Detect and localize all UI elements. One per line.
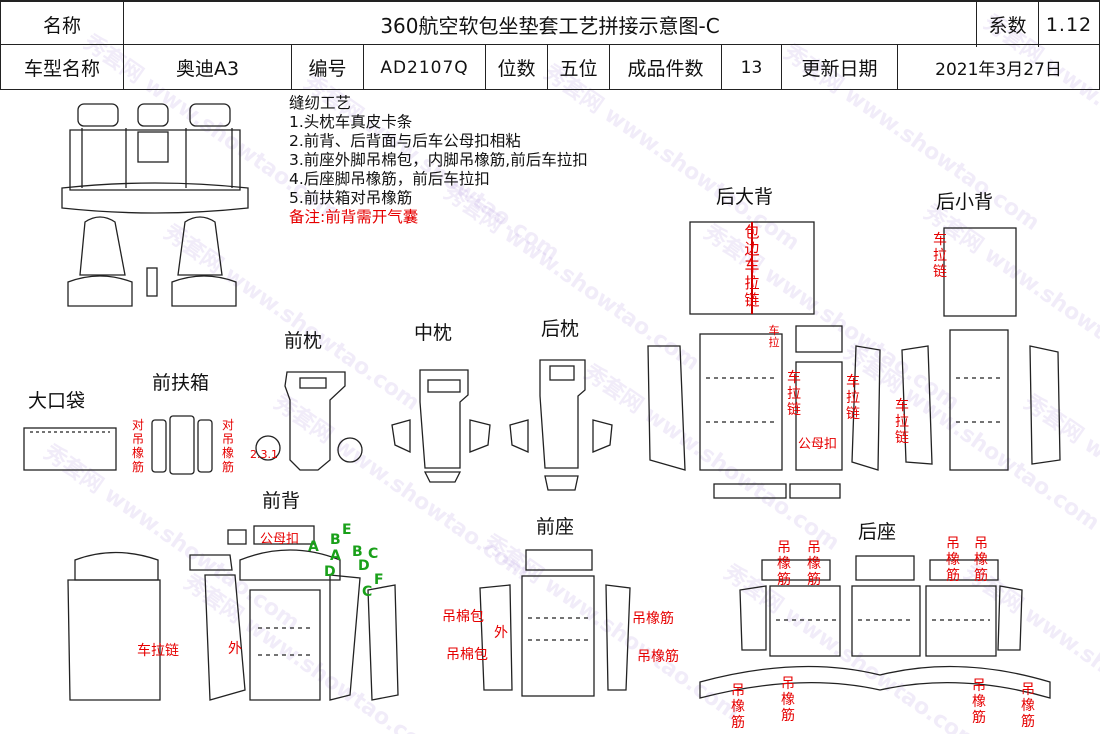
annotation-elastic: 吊橡筋 [632, 611, 674, 627]
annotation-cotton-pack: 吊棉包 [446, 647, 488, 663]
annotation-elastic: 吊橡筋 [637, 649, 679, 665]
notes-remark: 备注:前背需开气囊 [289, 208, 419, 226]
rear-seat-right [925, 585, 997, 657]
joint-letter: C [362, 584, 373, 600]
annotation-elastic: 吊橡筋 [972, 678, 986, 726]
seats-value: 五位 [548, 45, 610, 90]
annotation-cotton-pack: 吊棉包 [442, 609, 484, 625]
sewing-notes: 缝纫工艺 1.头枕车真皮卡条 2.前背、后背面与后车公母扣相粘 3.前座外脚吊棉… [289, 94, 588, 227]
annotation-paired-elastic: 对吊橡筋 [221, 418, 234, 474]
label-front-back: 前背 [262, 490, 301, 512]
annotation-elastic: 吊橡筋 [731, 683, 745, 731]
annotation-wrap-zipper: 包边车拉链 [744, 223, 760, 309]
annotation-zipper-short: 车拉 [768, 324, 780, 349]
label-front-seat: 前座 [536, 516, 575, 538]
annotation-zipper: 车拉链 [787, 370, 801, 418]
label-big-pocket: 大口袋 [28, 390, 86, 412]
pieces-label: 成品件数 [610, 45, 722, 90]
front-back-center [249, 589, 321, 701]
code-value: AD2107Q [364, 45, 486, 90]
annotation-elastic: 吊橡筋 [781, 676, 795, 724]
joint-letter: A [330, 548, 341, 564]
rear-small-back-main [949, 329, 1009, 471]
info-row: 车型名称 奥迪A3 编号 AD2107Q 位数 五位 成品件数 13 更新日期 … [0, 45, 1100, 90]
annotation-elastic: 吊橡筋 [777, 540, 791, 588]
annotation-elastic: 吊橡筋 [974, 536, 988, 584]
annotation-zipper: 车拉链 [895, 398, 909, 446]
label-rear-small-back: 后小背 [936, 191, 994, 213]
annotation-elastic: 吊橡筋 [946, 536, 960, 584]
joint-letter: C [368, 546, 379, 562]
header-row: 名称 360航空软包坐垫套工艺拼接示意图-C 系数 1.12 [0, 0, 1100, 47]
rear-big-back-left [699, 333, 783, 471]
annotation-zipper: 车拉链 [137, 643, 179, 659]
date-label: 更新日期 [782, 45, 898, 90]
annotation-paired-elastic: 对吊橡筋 [131, 418, 144, 474]
joint-letter: D [358, 558, 370, 574]
annotation-zipper: 车拉链 [933, 232, 947, 280]
label-rear-big-back: 后大背 [716, 186, 774, 208]
front-seat-top [525, 549, 593, 571]
annotation-zipper: 车拉链 [846, 374, 860, 422]
label-mid-headrest: 中枕 [414, 322, 453, 344]
annotation-elastic: 吊橡筋 [1021, 682, 1035, 730]
note-item: 2.前背、后背面与后车公母扣相粘 [289, 132, 521, 150]
annotation-outer: 外 [494, 625, 508, 641]
seats-label: 位数 [486, 45, 548, 90]
label-rear-headrest: 后枕 [541, 318, 580, 340]
model-label: 车型名称 [0, 45, 124, 90]
note-item: 3.前座外脚吊棉包，内脚吊橡筋,前后车拉扣 [289, 151, 588, 169]
rear-seat-center [851, 585, 921, 657]
note-item: 4.后座脚吊橡筋，前后车拉扣 [289, 170, 490, 188]
annotation-outer: 外 [228, 641, 242, 657]
name-label: 名称 [0, 2, 124, 47]
joint-letter: E [342, 522, 352, 538]
annotation-snap: 公母扣 [260, 532, 300, 547]
front-seat-main [521, 575, 595, 697]
annotation-elastic: 吊橡筋 [807, 540, 821, 588]
model-value: 奥迪A3 [124, 45, 292, 90]
note-item: 1.头枕车真皮卡条 [289, 113, 413, 131]
joint-letter: B [352, 544, 363, 560]
annotation-dim-mark: 2.3.1 [250, 448, 278, 461]
big-pocket-piece [23, 427, 117, 471]
rear-headrest-piece [539, 359, 586, 469]
label-rear-seat: 后座 [858, 521, 897, 543]
seat-preview-thumbnail [61, 103, 249, 307]
mid-headrest-piece [419, 369, 469, 469]
label-front-headrest: 前枕 [284, 330, 323, 352]
notes-title: 缝纫工艺 [289, 94, 352, 112]
pieces-value: 13 [722, 45, 782, 90]
rear-seat-left [769, 585, 841, 657]
coef-label: 系数 [977, 2, 1039, 47]
joint-letter: A [308, 539, 319, 555]
code-label: 编号 [292, 45, 364, 90]
joint-letter: F [374, 572, 384, 588]
front-headrest-piece [284, 371, 346, 471]
diagram-title: 360航空软包坐垫套工艺拼接示意图-C [124, 2, 977, 47]
rear-seat-skirt [699, 665, 1051, 699]
rear-small-back-top [943, 227, 1017, 317]
note-item: 5.前扶箱对吊橡筋 [289, 189, 413, 207]
label-front-armrest: 前扶箱 [152, 372, 210, 394]
joint-letter: D [324, 564, 336, 580]
joint-letter: B [330, 532, 341, 548]
annotation-snap: 公母扣 [798, 437, 838, 452]
